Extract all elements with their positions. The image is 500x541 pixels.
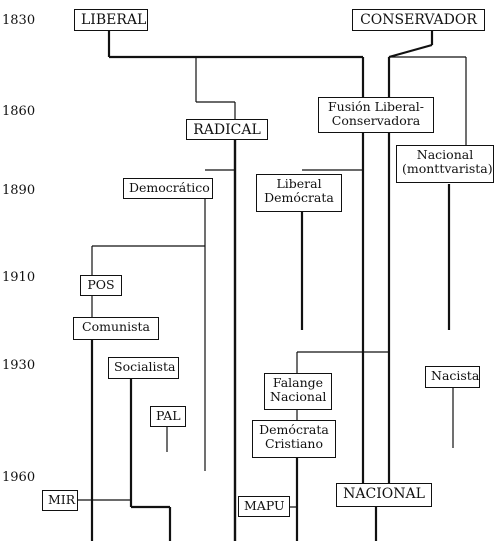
node-fusion-liberal-conservadora: Fusión Liberal-Conservadora — [318, 97, 434, 133]
year-label: 1890 — [2, 183, 36, 198]
node-comunista: Comunista — [73, 317, 159, 340]
node-liberal-democrata: Liberal Demócrata — [256, 174, 342, 212]
node-mapu: MAPU — [238, 496, 290, 517]
conservador-link — [388, 43, 433, 59]
node-nacional: NACIONAL — [336, 483, 432, 507]
node-mir: MIR — [42, 490, 78, 511]
year-label: 1860 — [2, 104, 36, 119]
node-socialista: Socialista — [108, 357, 179, 379]
node-democrata-cristiano: Demócrata Cristiano — [252, 420, 336, 458]
year-label: 1830 — [2, 13, 36, 28]
node-conservador: CONSERVADOR — [352, 9, 485, 31]
node-pos: POS — [80, 275, 122, 296]
node-radical: RADICAL — [186, 119, 268, 140]
year-label: 1960 — [2, 470, 36, 485]
node-nacista: Nacista — [425, 366, 480, 388]
node-democratico: Democrático — [123, 178, 213, 199]
node-pal: PAL — [150, 406, 186, 427]
node-falange-nacional: Falange Nacional — [264, 373, 332, 410]
year-label: 1930 — [2, 358, 36, 373]
node-nacional-monttvarista: Nacional (monttvarista) — [396, 145, 494, 183]
node-liberal: LIBERAL — [74, 9, 148, 31]
year-label: 1910 — [2, 270, 36, 285]
